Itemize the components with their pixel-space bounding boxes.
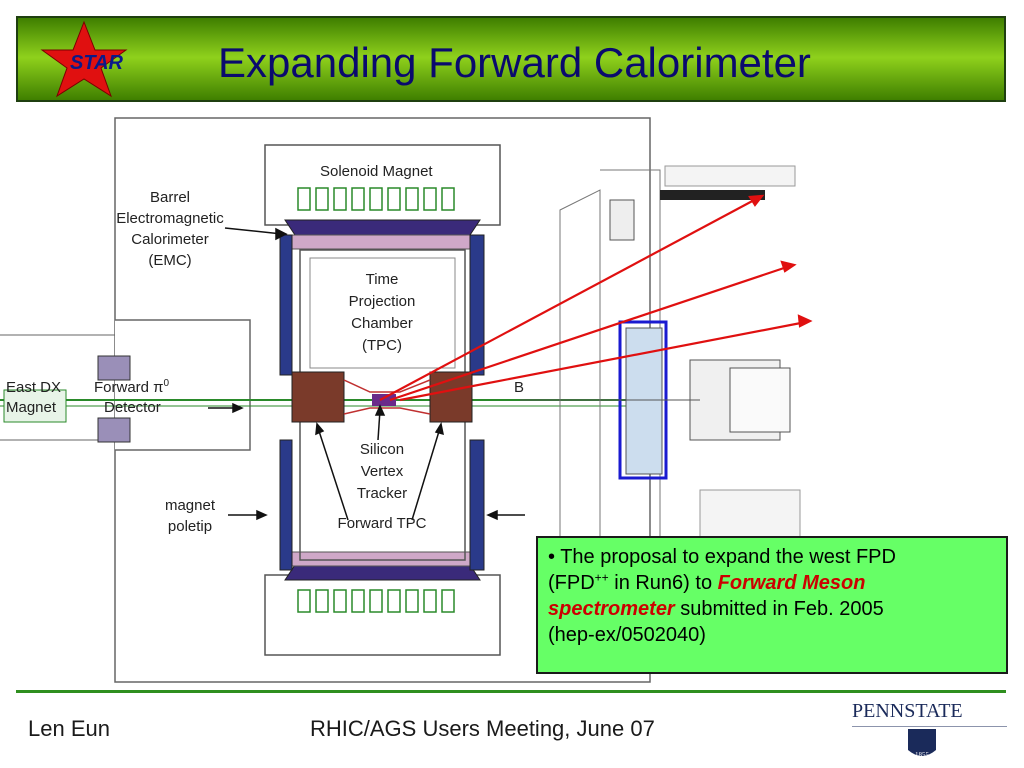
- solenoid-magnet-label: Solenoid Magnet: [320, 163, 433, 180]
- proposal-info-box: • The proposal to expand the west FPD (F…: [536, 536, 1008, 674]
- info-emphasis-1: Forward Meson: [717, 572, 866, 594]
- pennstate-logo-year: 1855: [915, 751, 930, 759]
- svt-label-line2: Vertex: [361, 463, 404, 480]
- info-emphasis-2: spectrometer: [548, 598, 675, 620]
- info-line3b: submitted in Feb. 2005: [674, 598, 884, 620]
- info-line2b: in Run6) to: [608, 572, 718, 594]
- footer-meeting: RHIC/AGS Users Meeting, June 07: [310, 716, 655, 741]
- svt-label-line1: Silicon: [360, 441, 404, 458]
- info-line4: (hep-ex/0502040): [548, 624, 706, 646]
- emc-label-line1: Barrel: [150, 189, 190, 206]
- poletip-label-line1: magnet: [165, 497, 216, 514]
- bullet: •: [548, 546, 556, 568]
- info-line2a: (FPD: [548, 572, 595, 594]
- star-logo-text: STAR: [70, 52, 123, 74]
- svt-label-line3: Tracker: [357, 485, 407, 502]
- tpc-label-line4: (TPC): [362, 337, 402, 354]
- forward-pi0-label-line2: Detector: [104, 399, 161, 416]
- tpc-label-line2: Projection: [349, 293, 416, 310]
- east-dx-label-line2: Magnet: [6, 399, 57, 416]
- emc-label-line3: Calorimeter: [131, 231, 209, 248]
- emc-label-line4: (EMC): [148, 252, 191, 269]
- tpc-label-line3: Chamber: [351, 315, 413, 332]
- title-bar: STAR Expanding Forward Calorimeter: [16, 16, 1006, 102]
- pennstate-logo: PENNSTATE 1855: [852, 700, 1012, 764]
- east-dx-label-line1: East DX: [6, 379, 61, 396]
- forward-pi0-label-line1: Forward π0: [94, 378, 170, 396]
- footer-author: Len Eun: [28, 716, 110, 741]
- star-logo-icon: [40, 20, 128, 98]
- page-title: Expanding Forward Calorimeter: [218, 39, 811, 86]
- footer-divider: [16, 690, 1006, 693]
- tpc-label-line1: Time: [366, 271, 399, 288]
- emc-label-line2: Electromagnetic: [116, 210, 224, 227]
- info-line2-sup: ++: [594, 570, 609, 585]
- star-detector-diagram: Solenoid Magnet Barrel Electromagnetic C…: [0, 117, 813, 683]
- forward-tpc-label: Forward TPC: [338, 515, 427, 532]
- pennstate-shield-icon: 1855: [852, 726, 1007, 759]
- pennstate-logo-word: PENNSTATE: [852, 700, 963, 722]
- info-line1: The proposal to expand the west FPD: [555, 546, 896, 568]
- b-label: B: [514, 379, 524, 396]
- poletip-label-line2: poletip: [168, 518, 212, 535]
